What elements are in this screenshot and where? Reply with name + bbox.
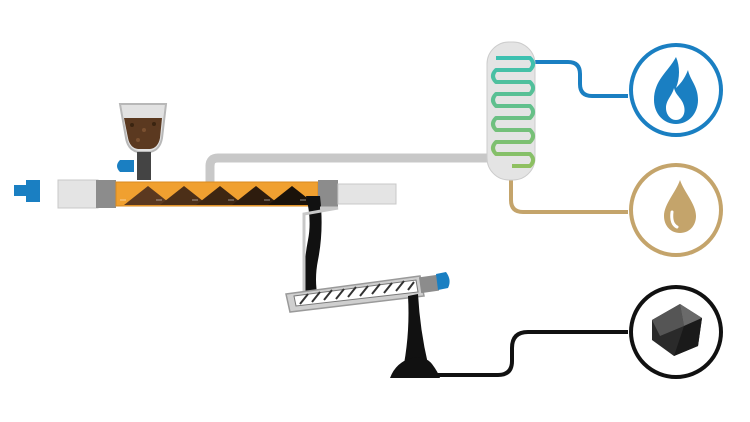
oil-product: [629, 163, 723, 257]
inlet-valve: [14, 180, 40, 202]
char-lump-icon: [652, 304, 702, 356]
oil-line: [509, 178, 628, 214]
char-product: [629, 285, 723, 379]
pyrolysis-reactor: [14, 179, 397, 209]
biomass-hopper: [117, 103, 168, 180]
char-pile: [390, 357, 440, 378]
cooling-conveyor: [285, 272, 450, 313]
gas-line: [532, 60, 628, 98]
condenser-coil: [491, 56, 535, 168]
flame-icon: [654, 57, 698, 124]
char-tube: [302, 206, 339, 296]
char-chute: [304, 196, 322, 298]
vapor-pipe: [205, 153, 496, 182]
hopper-valve: [117, 160, 134, 172]
conveyor-valve: [436, 272, 450, 290]
char-stream: [404, 294, 428, 364]
condenser: [486, 41, 536, 181]
gas-product: [629, 43, 723, 137]
reactor-screw: [120, 186, 316, 205]
char-line: [436, 330, 628, 377]
